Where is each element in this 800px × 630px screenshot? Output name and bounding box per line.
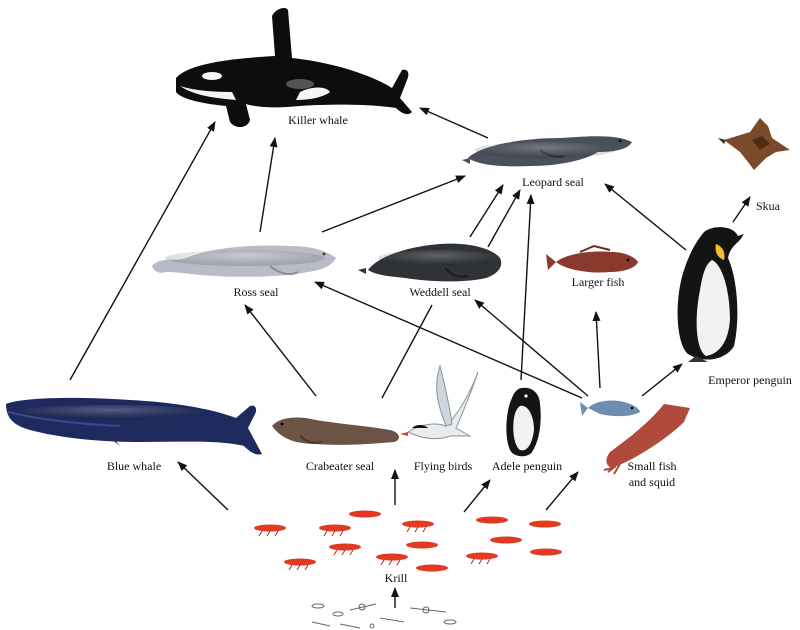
killer-whale-icon [176, 8, 412, 128]
arrow-small-fish-to-weddell-seal [474, 299, 589, 397]
label-ross-seal: Ross seal [234, 285, 280, 299]
label-weddell-seal: Weddell seal [409, 285, 471, 299]
label-blue-whale: Blue whale [107, 459, 161, 473]
skua-icon [718, 118, 790, 170]
link-weddell-to-crabeater [381, 304, 433, 399]
arrow-ross-seal-to-killer-whale [259, 137, 278, 233]
arrow-small-fish-to-emperor [641, 363, 683, 397]
label-killer-whale: Killer whale [288, 113, 348, 127]
label-small-fish-line-1: Small fish [627, 459, 676, 473]
arrow-emperor-to-skua [732, 196, 751, 223]
arrow-krill-to-small-fish [545, 471, 579, 511]
arrow-small-fish-to-larger-fish [592, 311, 601, 389]
leopard-seal-icon [462, 136, 632, 167]
arrow-crabeater-to-ross-seal [244, 304, 317, 397]
arrow-leopard-seal-to-killer-whale [419, 107, 489, 139]
label-small-fish-line-2: and squid [629, 475, 675, 489]
label-emperor-penguin: Emperor penguin [708, 373, 792, 387]
label-krill: Krill [385, 571, 408, 585]
arrow-weddell-seal-to-leopard-seal-2 [487, 189, 521, 248]
arrow-krill-to-adele [463, 479, 491, 513]
krill-legs-icon [258, 526, 491, 571]
small-fish-icon [580, 400, 640, 417]
arrow-emperor-to-leopard-seal [604, 183, 687, 251]
emperor-penguin-icon [677, 227, 744, 362]
plankton-icon [311, 603, 457, 629]
larger-fish-icon [546, 244, 638, 273]
label-larger-fish: Larger fish [572, 275, 625, 289]
crabeater-seal-icon [272, 417, 399, 445]
adele-penguin-icon [506, 387, 541, 457]
squid-icon [603, 404, 690, 475]
arrow-small-fish-to-ross-seal [314, 281, 583, 399]
arrow-weddell-seal-to-leopard-seal-1 [469, 184, 504, 238]
flying-birds-icon [400, 364, 479, 440]
label-crabeater-seal: Crabeater seal [306, 459, 375, 473]
blue-whale-icon [6, 397, 262, 455]
arrow-krill-to-blue-whale [177, 461, 229, 511]
ross-seal-icon [152, 245, 336, 277]
arrow-ross-seal-to-leopard-seal [321, 175, 466, 233]
feeding-arrows [69, 107, 751, 608]
arrow-blue-whale-to-killer-whale [69, 121, 216, 381]
arrow-adele-to-leopard-seal [520, 194, 535, 381]
label-skua: Skua [756, 199, 781, 213]
krill-group-icon [254, 510, 562, 572]
label-flying-birds: Flying birds [414, 459, 473, 473]
weddell-seal-icon [358, 243, 502, 282]
label-adele-penguin: Adele penguin [492, 459, 562, 473]
label-leopard-seal: Leopard seal [522, 175, 584, 189]
